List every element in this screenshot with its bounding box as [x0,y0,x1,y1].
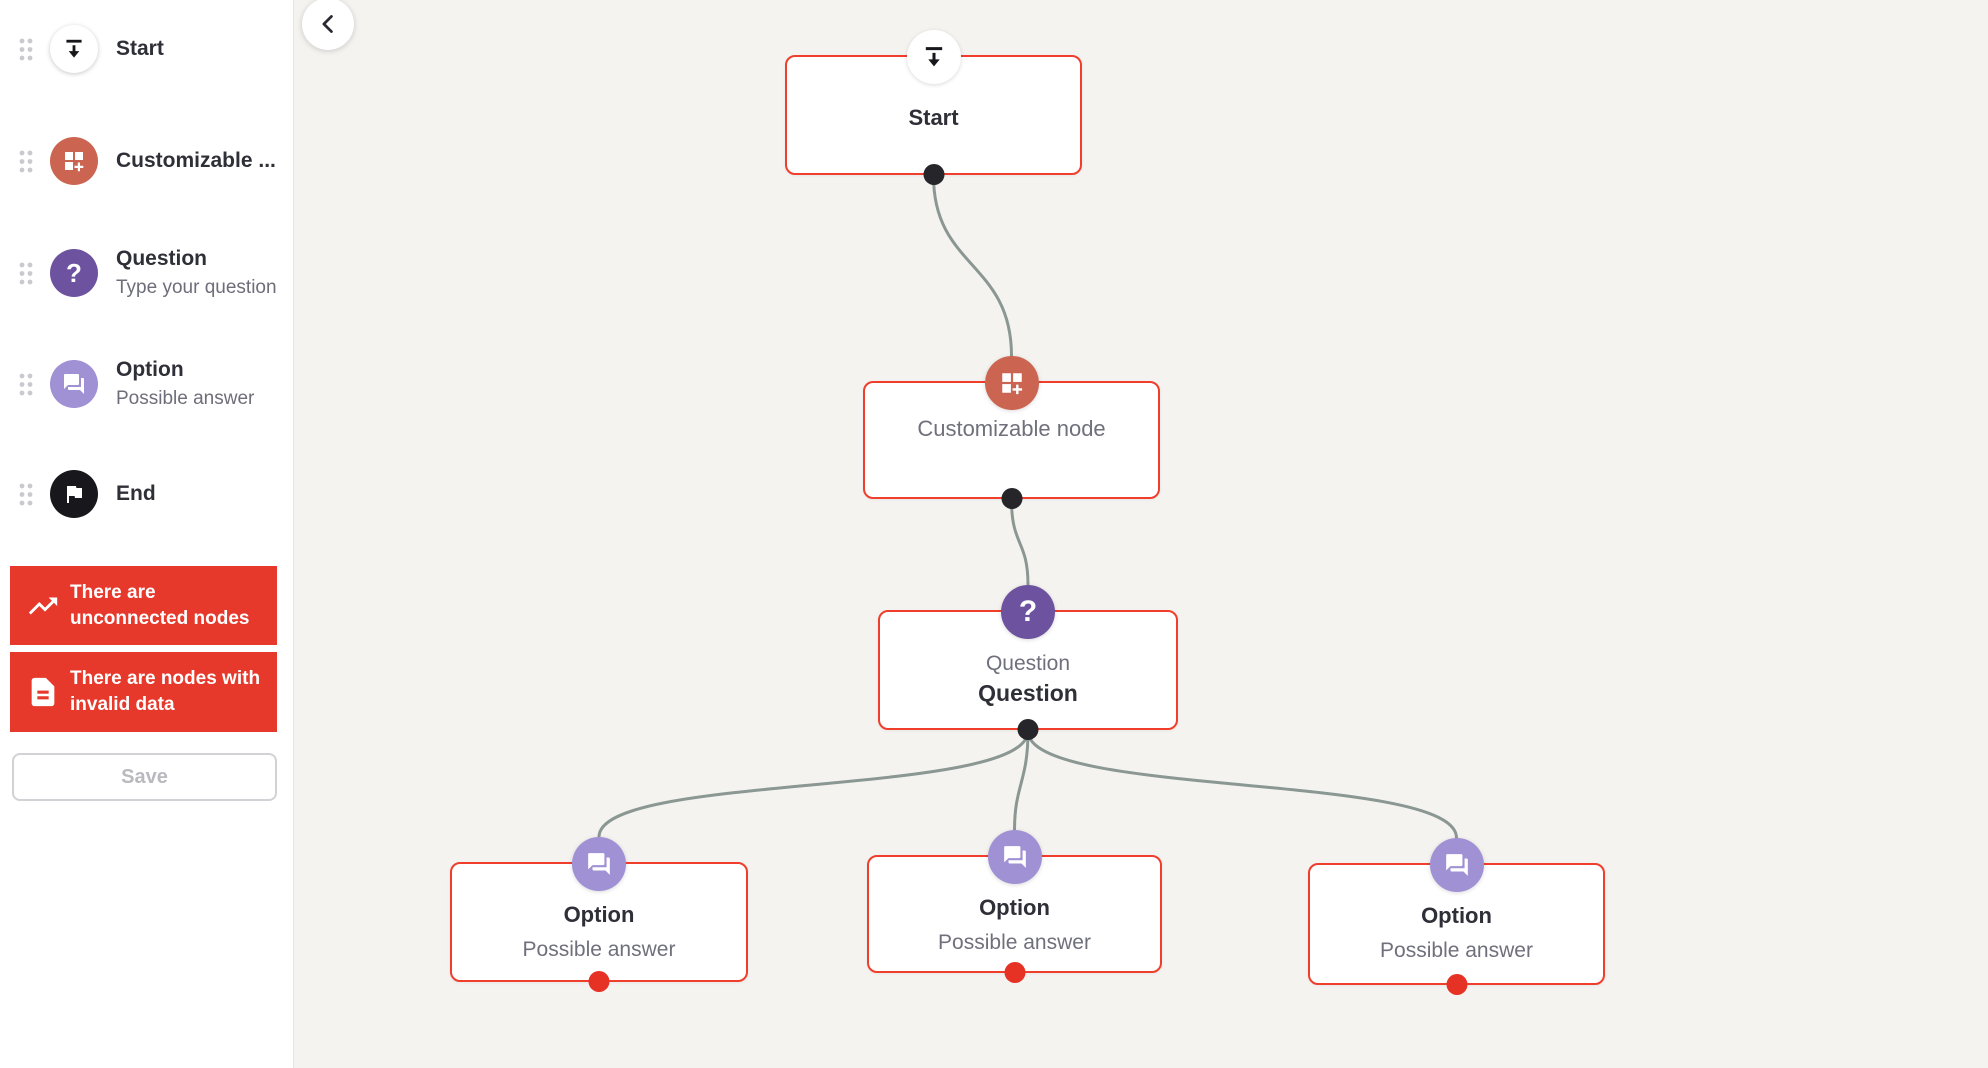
edge-start-to-customizable [932,175,1013,357]
sidebar-item-subtitle: Possible answer [116,388,255,409]
vertical-align-bottom-icon [50,25,98,73]
output-port[interactable] [923,164,944,185]
trending-up-icon [28,597,58,614]
drag-handle-icon[interactable] [18,482,34,507]
node-customizable[interactable]: Customizable node [863,356,1160,509]
node-option-1[interactable]: Option Possible answer [450,837,748,992]
chat-bubbles-icon [572,837,626,891]
warning-text: There are nodes with invalid data [70,668,261,715]
chat-bubbles-icon [987,830,1042,884]
node-subtitle: Possible answer [522,938,676,961]
sidebar-item-label: Option [116,358,184,381]
edge-question-to-option2 [1013,730,1030,831]
vertical-align-bottom-icon [906,30,961,84]
sidebar-item-subtitle: Type your question [116,277,277,298]
warning-unconnected-nodes: There are unconnected nodes [10,566,277,645]
dashboard-customize-icon [50,137,98,185]
output-port[interactable] [588,971,610,992]
chat-bubbles-icon [1429,838,1484,892]
sidebar-item-label: Question [116,247,208,270]
node-start[interactable]: Start [785,30,1082,185]
node-option-2[interactable]: Option Possible answer [867,830,1162,983]
output-port[interactable] [1004,962,1025,983]
flag-icon [50,470,98,518]
sidebar-item-option[interactable]: Option Possible answer [0,351,294,417]
node-palette-sidebar: Start Customizable ... [0,0,294,1068]
sidebar-item-question[interactable]: ? Question Type your question [0,240,294,306]
node-type-label: Question [985,652,1071,675]
sidebar-item-label: Start [116,37,164,60]
chevron-left-icon [322,15,333,33]
question-mark-icon: ? [50,249,98,297]
node-title: Question [978,680,1078,706]
save-button[interactable]: Save [12,753,277,801]
dashboard-customize-icon [984,356,1039,410]
drag-handle-icon[interactable] [18,261,34,286]
sidebar-item-end[interactable]: End [0,467,294,521]
output-port[interactable] [1001,488,1022,509]
output-port[interactable] [1017,719,1039,740]
warning-invalid-data: There are nodes with invalid data [10,652,277,732]
sidebar-item-label: Customizable ... [116,149,276,172]
edge-customizable-to-question [1010,499,1030,586]
document-icon [31,677,55,707]
sidebar-item-start[interactable]: Start [0,22,294,76]
node-title: Option [979,895,1050,920]
edge-question-to-option1 [597,730,1030,838]
output-port[interactable] [1446,974,1467,995]
question-mark-icon: ? [1001,585,1055,639]
chat-bubbles-icon [50,360,98,408]
drag-handle-icon[interactable] [18,372,34,397]
drag-handle-icon[interactable] [18,149,34,174]
node-subtitle: Possible answer [938,931,1091,954]
warning-text: There are unconnected nodes [70,581,250,629]
sidebar-item-customizable[interactable]: Customizable ... [0,134,294,188]
node-title: Option [1421,903,1492,928]
edge-question-to-option3 [1026,730,1458,839]
node-question[interactable]: ? Question Question [878,585,1178,740]
back-button[interactable] [302,0,354,50]
node-title: Start [908,105,959,130]
node-subtitle: Possible answer [1380,939,1533,962]
sidebar-item-label: End [116,482,156,505]
node-option-3[interactable]: Option Possible answer [1308,838,1605,995]
node-title: Option [563,902,635,927]
node-title: Customizable node [917,416,1106,441]
drag-handle-icon[interactable] [18,37,34,62]
